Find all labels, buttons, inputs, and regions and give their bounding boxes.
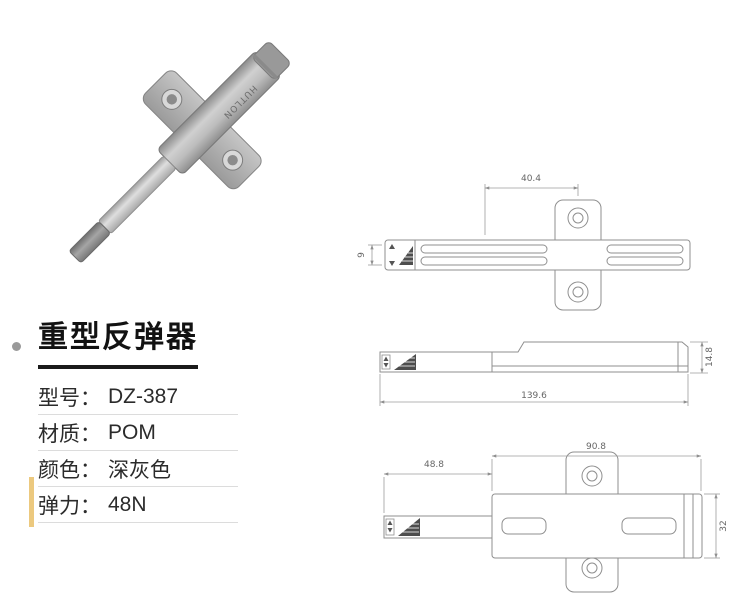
slot — [501, 517, 547, 535]
cap-seam — [252, 54, 278, 80]
adjuster-icon — [381, 354, 416, 370]
dim-side-length: 139.6 — [521, 391, 547, 401]
accent-bar — [29, 477, 34, 527]
dim-bottom-height: 32 — [719, 520, 729, 531]
dimension-lines — [368, 184, 579, 266]
dim-bottom-width: 90.8 — [586, 442, 606, 452]
spec-value: DZ-387 — [108, 384, 179, 408]
spec-value: 深灰色 — [108, 458, 171, 482]
adjuster-icon — [385, 518, 420, 536]
drawing-top-view: 40.4 9 — [357, 174, 691, 311]
spec-label: 材质： — [38, 422, 101, 446]
dim-side-height: 14.8 — [705, 347, 715, 367]
slot — [420, 256, 548, 266]
spec-row-force: 弹力： 48N — [38, 487, 238, 523]
screw-hole — [572, 286, 584, 298]
drawing-side-view: 14.8 139.6 — [379, 341, 715, 406]
spec-label: 型号： — [38, 386, 101, 410]
plunger-tip — [69, 222, 110, 263]
screw-hole — [166, 94, 178, 105]
dim-top-width: 40.4 — [521, 174, 541, 184]
spec-value: POM — [108, 420, 156, 444]
slot — [420, 244, 548, 254]
adjuster-icon — [389, 244, 413, 266]
latch-cap — [253, 42, 290, 79]
slot — [606, 244, 684, 254]
screw-hole — [586, 562, 598, 574]
page-title: 重型反弹器 — [38, 320, 198, 369]
spec-value: 48N — [108, 492, 147, 516]
spec-label: 弹力： — [38, 494, 101, 518]
plunger-rod — [98, 156, 176, 234]
title-bullet-icon — [12, 342, 21, 351]
spec-label: 颜色： — [38, 458, 101, 482]
product-photo: HUTLON — [69, 42, 290, 263]
slot — [621, 517, 677, 535]
spec-list: 型号： DZ-387 材质： POM 颜色： 深灰色 弹力： 48N — [38, 379, 238, 523]
dim-bottom-offset: 48.8 — [424, 460, 444, 470]
drawing-bottom-view: 90.8 48.8 32 — [383, 442, 729, 593]
slot — [606, 256, 684, 266]
spec-row-color: 颜色： 深灰色 — [38, 451, 238, 487]
spec-row-material: 材质： POM — [38, 415, 238, 451]
dimension-lines — [379, 341, 708, 406]
screw-hole — [572, 212, 584, 224]
screw-hole — [586, 470, 598, 482]
body-outline — [491, 341, 689, 373]
spec-row-model: 型号： DZ-387 — [38, 379, 238, 415]
screw-hole — [227, 154, 238, 166]
dim-top-height: 9 — [357, 252, 367, 258]
dimension-lines — [383, 454, 720, 559]
